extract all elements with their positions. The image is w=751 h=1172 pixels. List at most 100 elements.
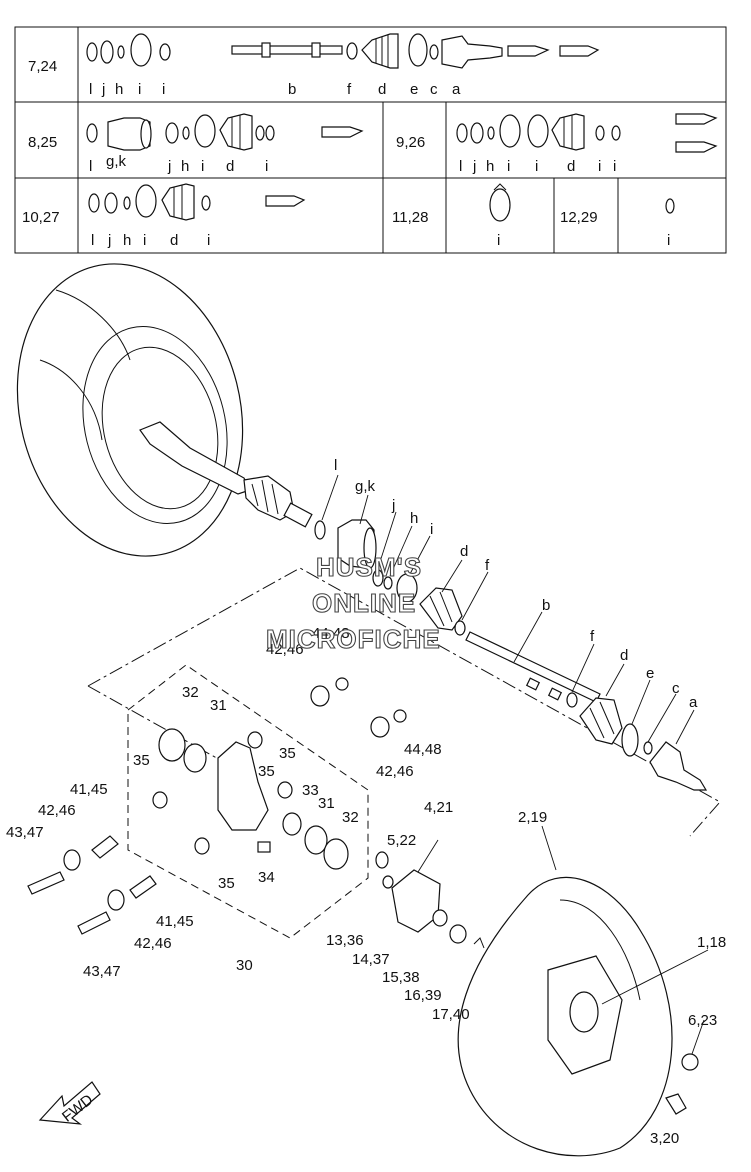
row1-letter-d: d (378, 81, 386, 98)
row2r-letter-j: j (472, 158, 476, 175)
table-ref-12-29: 12,29 (560, 209, 598, 226)
row3-letter-d: d (170, 232, 178, 249)
callout-35-mid: 35 (258, 763, 275, 780)
callout-b: b (542, 597, 550, 614)
row1-letter-b: b (288, 81, 296, 98)
callout-31-lower: 31 (318, 795, 335, 812)
watermark-line-3: MICROFICHE (266, 624, 441, 654)
callout-13-36: 13,36 (326, 932, 364, 949)
hub-and-right-tire (375, 851, 699, 1157)
row2-letter-gk: g,k (106, 153, 127, 170)
row2r-letter-i4: i (613, 158, 616, 175)
callout-44-48-upper: 44,48 (312, 625, 350, 642)
row1-letter-j: j (101, 81, 105, 98)
row3-letter-i-11-28: i (497, 232, 500, 249)
row1-part-drawings (86, 33, 600, 69)
callout-14-37: 14,37 (352, 951, 390, 968)
callout-35-left: 35 (133, 752, 150, 769)
row1-letter-i: i (138, 81, 141, 98)
callout-44-48-lower: 44,48 (404, 741, 442, 758)
callout-d-upper: d (460, 543, 468, 560)
callout-34: 34 (258, 869, 275, 886)
row2r-letter-i2: i (535, 158, 538, 175)
callout-35-lower: 35 (218, 875, 235, 892)
callout-labels: l g,k j h i d f b f d e c a 44,48 42,46 … (6, 457, 726, 1147)
callout-41-45-lower: 41,45 (156, 913, 194, 930)
callout-h: h (410, 510, 418, 527)
table-ref-8-25: 8,25 (28, 134, 57, 151)
callout-1-18: 1,18 (697, 934, 726, 951)
row2-left-part-drawings (86, 113, 364, 151)
row3-letter-i2: i (207, 232, 210, 249)
callout-a: a (689, 694, 698, 711)
row1-letter-f: f (347, 81, 352, 98)
callout-2-19: 2,19 (518, 809, 547, 826)
callout-43-47-lower: 43,47 (83, 963, 121, 980)
callout-32-upper: 32 (182, 684, 199, 701)
row2-right-part-drawings (456, 113, 718, 153)
assembly-outlines (87, 567, 721, 939)
watermark: HUSM'S ONLINE MICROFICHE (265, 551, 441, 654)
row2r-letter-d: d (567, 158, 575, 175)
callout-30: 30 (236, 957, 253, 974)
callout-17-40: 17,40 (432, 1006, 470, 1023)
table-ref-9-26: 9,26 (396, 134, 425, 151)
row2-letter-h: h (181, 158, 189, 175)
callout-35-upper-right: 35 (279, 745, 296, 762)
callout-e: e (646, 665, 654, 682)
watermark-line-1: HUSM'S (316, 552, 422, 582)
row2-letter-i: i (201, 158, 204, 175)
callout-l: l (334, 457, 337, 474)
row1-letter-l: l (89, 81, 92, 98)
callout-41-45-upper: 41,45 (70, 781, 108, 798)
row3-letter-l: l (91, 232, 94, 249)
row2-letter-j: j (167, 158, 171, 175)
row2r-letter-l: l (459, 158, 462, 175)
row3-part-drawings (88, 183, 675, 222)
row3-letter-j: j (107, 232, 111, 249)
callout-42-46-upper: 42,46 (266, 641, 304, 658)
parts-reference-table: 7,24 8,25 9,26 10,27 11,28 12,29 l j h (14, 26, 727, 254)
callout-31-upper: 31 (210, 697, 227, 714)
callout-32-lower: 32 (342, 809, 359, 826)
table-ref-7-24: 7,24 (28, 58, 57, 75)
left-axle-shaft (139, 421, 313, 528)
row1-letter-h: h (115, 81, 123, 98)
row1-letter-a: a (452, 81, 461, 98)
table-ref-10-27: 10,27 (22, 209, 60, 226)
swing-arm-parts (27, 677, 407, 935)
leader-lines (321, 474, 709, 1055)
row3-letter-i-12-29: i (667, 232, 670, 249)
callout-j: j (391, 497, 395, 514)
row2-letter-l: l (89, 158, 92, 175)
row2r-letter-i: i (507, 158, 510, 175)
row3-letter-h: h (123, 232, 131, 249)
callout-15-38: 15,38 (382, 969, 420, 986)
watermark-line-2: ONLINE (312, 588, 416, 618)
callout-f-upper: f (485, 557, 490, 574)
row1-letter-i2: i (162, 81, 165, 98)
callout-d-lower: d (620, 647, 628, 664)
callout-c: c (672, 680, 680, 697)
row1-letter-e: e (410, 81, 418, 98)
callout-5-22: 5,22 (387, 832, 416, 849)
callout-42-46-left: 42,46 (38, 802, 76, 819)
forward-arrow-icon: FWD (38, 1081, 101, 1126)
callout-33: 33 (302, 782, 319, 799)
callout-4-21: 4,21 (424, 799, 453, 816)
callout-43-47-upper: 43,47 (6, 824, 44, 841)
callout-i: i (430, 521, 433, 538)
row2-letter-d: d (226, 158, 234, 175)
table-ref-11-28: 11,28 (392, 209, 428, 226)
row3-letter-i: i (143, 232, 146, 249)
callout-16-39: 16,39 (404, 987, 442, 1004)
row1-letter-c: c (430, 81, 438, 98)
callout-42-46-mid: 42,46 (376, 763, 414, 780)
callout-f-lower: f (590, 628, 595, 645)
callout-g-k: g,k (355, 478, 376, 495)
row2r-letter-h: h (486, 158, 494, 175)
callout-3-20: 3,20 (650, 1130, 679, 1147)
callout-6-23: 6,23 (688, 1012, 717, 1029)
row2r-letter-i3: i (598, 158, 601, 175)
